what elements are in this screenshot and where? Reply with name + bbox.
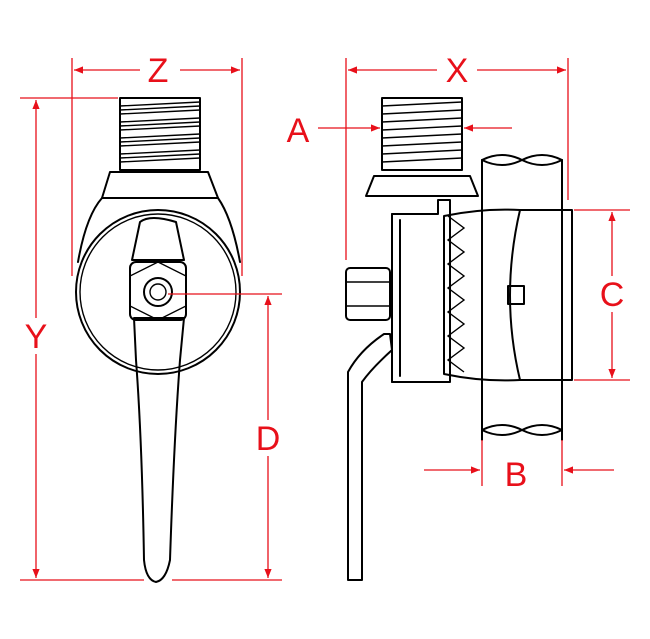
rope xyxy=(481,154,563,441)
wheel-teeth xyxy=(446,215,466,373)
dimension-label-z: Z xyxy=(148,52,169,90)
side-view xyxy=(345,97,573,581)
front-yoke xyxy=(101,171,219,199)
dimensions: Z X A Y D C B xyxy=(18,52,630,581)
dimension-label-c: C xyxy=(600,276,625,314)
dimension-label-d: D xyxy=(256,420,281,458)
side-hex-nut xyxy=(345,267,391,321)
front-threaded-stud xyxy=(119,97,201,171)
front-wheel xyxy=(75,209,241,375)
front-lever xyxy=(131,217,185,261)
dimension-label-a: A xyxy=(287,112,310,150)
dimension-label-b: B xyxy=(505,456,528,494)
side-lever xyxy=(347,333,393,581)
side-threaded-stud xyxy=(381,97,463,171)
side-collar xyxy=(365,175,479,197)
dimension-label-y: Y xyxy=(25,318,48,356)
grooved-wheel xyxy=(443,208,573,382)
front-view xyxy=(75,97,241,583)
front-hex-nut xyxy=(129,261,187,321)
dimension-label-x: X xyxy=(446,52,469,90)
